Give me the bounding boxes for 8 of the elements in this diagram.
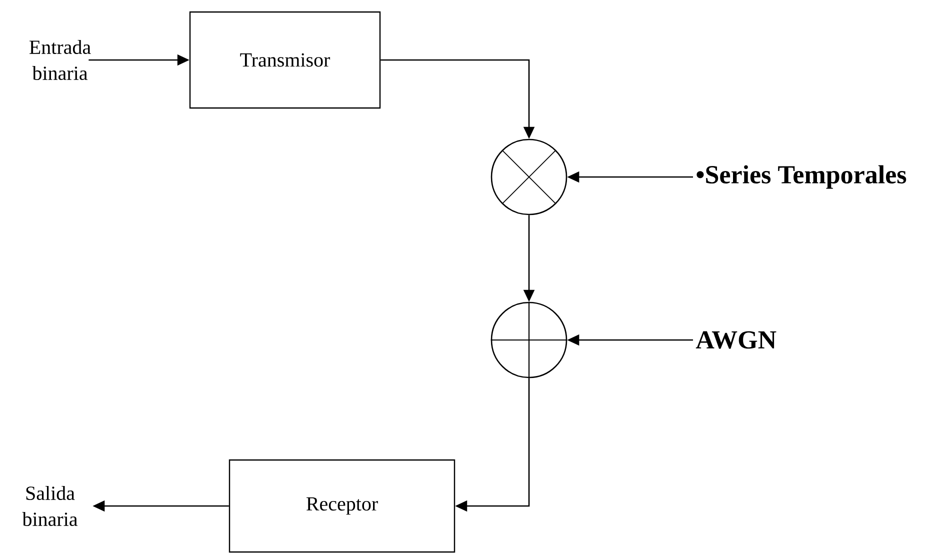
signal-label: Salida binaria bbox=[22, 486, 78, 526]
multiplier-symbol bbox=[490, 138, 568, 216]
signal-label: AWGN bbox=[696, 331, 776, 349]
block-box: Transmisor bbox=[189, 11, 381, 109]
block-box: Receptor bbox=[228, 459, 456, 553]
signal-label: Entrada binaria bbox=[30, 40, 91, 80]
signal-label: •Series Temporales bbox=[696, 165, 906, 189]
adder-symbol bbox=[490, 302, 568, 378]
